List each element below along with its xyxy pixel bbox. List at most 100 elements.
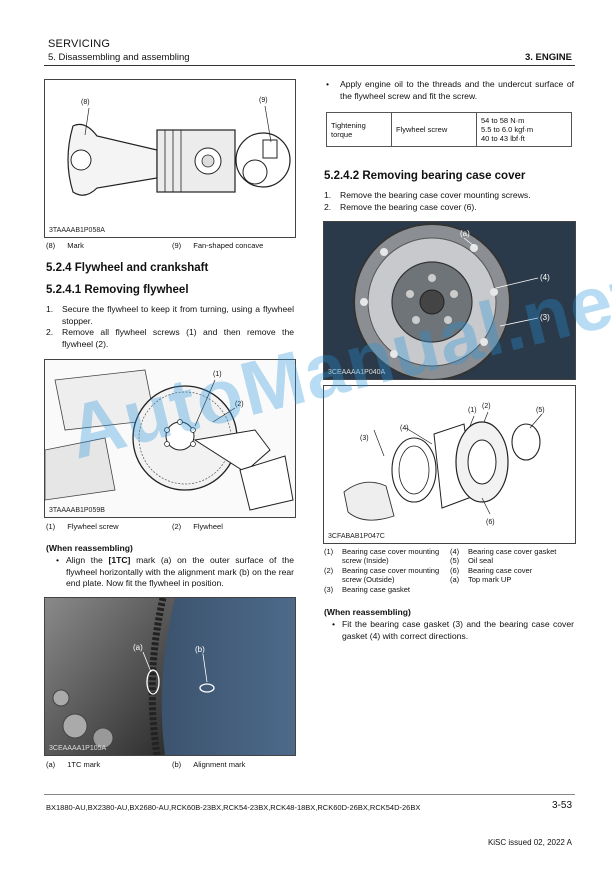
- fig2-caption-a-num: (1): [46, 522, 56, 531]
- heading-5-2-4-2: 5.2.4.2 Removing bearing case cover: [324, 170, 526, 182]
- fig1-caption-b-text: Fan-shaped concave: [193, 241, 264, 250]
- bullet-dot: •: [326, 79, 330, 89]
- legend5-item-3-num: (3): [324, 584, 334, 594]
- fig1-caption-a-text: Mark: [67, 241, 84, 250]
- legend5-item-2-text: Bearing case cover mounting screw (Outsi…: [342, 565, 440, 585]
- fig1-caption-a-num: (8): [46, 241, 56, 250]
- torque-v2: 5.5 to 6.0 kgf·m: [481, 125, 534, 134]
- torque-row: Tightening torque Flywheel screw 54 to 5…: [326, 112, 572, 147]
- legend5-item-4-text: Bearing case cover gasket: [468, 547, 557, 556]
- fig2-caption-b: (2) Flywheel: [172, 522, 223, 531]
- legend5-right: (4) Bearing case cover gasket (5) Oil seal…: [450, 547, 574, 585]
- fig5-callout-6: (6): [486, 519, 495, 526]
- cover-step-1: 1. Remove the bearing case cover mountin…: [324, 190, 531, 200]
- torque-table: Tightening torque Flywheel screw 54 to 5…: [326, 112, 572, 147]
- heading-5-2-4-1: 5.2.4.1 Removing flywheel: [46, 284, 189, 296]
- footer-issued: KiSC issued 02, 2022 A: [487, 838, 572, 847]
- legend5-item-5-text: Oil seal: [468, 556, 494, 566]
- legend5-item-5-num: (5): [450, 556, 460, 566]
- header-subsection: 5. Disassembling and assembling: [48, 52, 190, 63]
- fig2-caption-b-text: Flywheel: [193, 522, 223, 531]
- legend5-item-a: (a) Top mark UP: [450, 575, 574, 584]
- fig2-code: 3TAAAAB1P059B: [49, 507, 105, 514]
- fig3-caption-b-num: (b): [172, 760, 182, 769]
- reassembly-1-bullet: • Align the [1TC] mark (a) on the outer …: [56, 555, 294, 590]
- fig4-callout-a: (a): [460, 229, 470, 238]
- footer-page-number: 3-53: [551, 800, 572, 811]
- step-1-text: Secure the flywheel to keep it from turn…: [62, 304, 294, 326]
- legend5-item-1-num: (1): [324, 547, 334, 556]
- fig1-caption-a: (8) Mark: [46, 241, 84, 250]
- figure-bearing-cover-photo: (a) (4) (3) 3CEAAAA1P040A: [323, 221, 576, 380]
- fig1-callout-8: (8): [81, 99, 90, 106]
- legend5-item-5: (5) Oil seal: [450, 556, 574, 565]
- reassembly-2-bullet: • Fit the bearing case gasket (3) and th…: [332, 619, 574, 642]
- fig5-callout-3: (3): [360, 435, 369, 442]
- reassembly-1-pre: Align the: [66, 555, 109, 565]
- figure-flywheel-removal: (1) (2) 3TAAAAB1P059B: [44, 359, 296, 518]
- piston-rod-drawing: (8) (9): [67, 97, 291, 196]
- flywheel-removal-drawing: (1) (2): [45, 360, 295, 517]
- torque-item: Flywheel screw: [391, 112, 477, 147]
- oil-bullet-text: Apply engine oil to the threads and the …: [340, 79, 574, 101]
- legend5-item-a-num: (a): [450, 575, 460, 585]
- reassembly-1-post: mark (a) on the outer surface of the fly…: [66, 555, 294, 588]
- cover-step-2-text: Remove the bearing case cover (6).: [340, 201, 477, 212]
- legend5-item-a-text: Top mark UP: [468, 575, 512, 585]
- fig3-caption-a-num: (a): [46, 760, 56, 769]
- fig2-caption-a: (1) Flywheel screw: [46, 522, 119, 531]
- fig3-callout-a: (a): [133, 643, 143, 652]
- legend5-item-1-text: Bearing case cover mounting screw (Insid…: [342, 547, 440, 566]
- fig3-caption-b-text: Alignment mark: [193, 760, 246, 769]
- figure-bearing-exploded: (1) (2) (3) (4) (5) (6) 3CFABAB1P047C: [323, 385, 576, 544]
- fig2-caption-a-text: Flywheel screw: [67, 522, 119, 531]
- oil-bullet: • Apply engine oil to the threads and th…: [326, 79, 574, 102]
- cover-step-1-text: Remove the bearing case cover mounting s…: [340, 190, 531, 200]
- fig3-caption-a-text: 1TC mark: [67, 760, 101, 769]
- bullet-dot: •: [56, 555, 60, 565]
- fig3-caption-a: (a) 1TC mark: [46, 760, 100, 769]
- fig2-caption-b-num: (2): [172, 522, 182, 531]
- fig4-code: 3CEAAAA1P040A: [328, 369, 386, 376]
- fig4-callout-3: (3): [540, 313, 550, 322]
- fig5-callout-4: (4): [400, 425, 409, 432]
- legend5-item-2: (2) Bearing case cover mounting screw (Ou…: [324, 566, 448, 585]
- reassembly-1-title: (When reassembling): [46, 543, 133, 553]
- legend5-item-6: (6) Bearing case cover: [450, 566, 574, 575]
- reassembly-1-text: Align the [1TC] mark (a) on the outer su…: [66, 555, 294, 590]
- fig4-callout-4: (4): [540, 273, 550, 282]
- step-2: 2. Remove all flywheel screws (1) and th…: [46, 327, 294, 349]
- footer-models: BX1880-AU,BX2380-AU,BX2680-AU,RCK60B-23B…: [46, 803, 421, 812]
- step-2-text: Remove all flywheel screws (1) and then …: [62, 327, 294, 349]
- bearing-exploded-drawing: (1) (2) (3) (4) (5) (6): [343, 403, 545, 526]
- fig5-code: 3CFABAB1P047C: [328, 533, 385, 540]
- fig1-caption-b: (9) Fan-shaped concave: [172, 241, 263, 250]
- reassembly-2-text: Fit the bearing case gasket (3) and the …: [342, 619, 574, 641]
- fig5-callout-2: (2): [482, 403, 491, 410]
- figure-piston-rod: (8) (9) 3TAAAAB1P058A: [44, 79, 296, 238]
- fig5-callout-1: (1): [468, 407, 477, 414]
- fig3-callout-b: (b): [195, 645, 205, 654]
- torque-values: 54 to 58 N·m 5.5 to 6.0 kgf·m 40 to 43 l…: [476, 112, 572, 147]
- fig3-code: 3CEAAAA1P105A: [49, 745, 107, 752]
- legend5-item-6-num: (6): [450, 565, 460, 575]
- legend5-item-4: (4) Bearing case cover gasket: [450, 547, 574, 556]
- legend5-item-6-text: Bearing case cover: [468, 565, 533, 575]
- flywheel-photo-drawing: (a) (b): [45, 598, 295, 755]
- reassembly-1-bold: [1TC]: [108, 555, 131, 565]
- legend5-item-4-num: (4): [450, 547, 460, 556]
- cover-step-2: 2. Remove the bearing case cover (6).: [324, 201, 477, 212]
- torque-v1: 54 to 58 N·m: [481, 116, 525, 125]
- header-section: SERVICING: [48, 38, 111, 50]
- step-1: 1. Secure the flywheel to keep it from t…: [46, 304, 294, 326]
- steps-remove-cover: 1. Remove the bearing case cover mountin…: [324, 190, 574, 213]
- legend5-item-3: (3)Bearing case gasket: [324, 585, 448, 594]
- reassembly-2-title: (When reassembling): [324, 607, 411, 617]
- figure-flywheel-photo: (a) (b) 3CEAAAA1P105A: [44, 597, 296, 756]
- torque-v3: 40 to 43 lbf·ft: [481, 134, 525, 143]
- fig1-code: 3TAAAAB1P058A: [49, 227, 105, 234]
- header-chapter: 3. ENGINE: [525, 52, 572, 63]
- fig2-callout-2: (2): [235, 401, 244, 408]
- footer-rule: [44, 794, 575, 795]
- legend5-item-2-num: (2): [324, 565, 334, 575]
